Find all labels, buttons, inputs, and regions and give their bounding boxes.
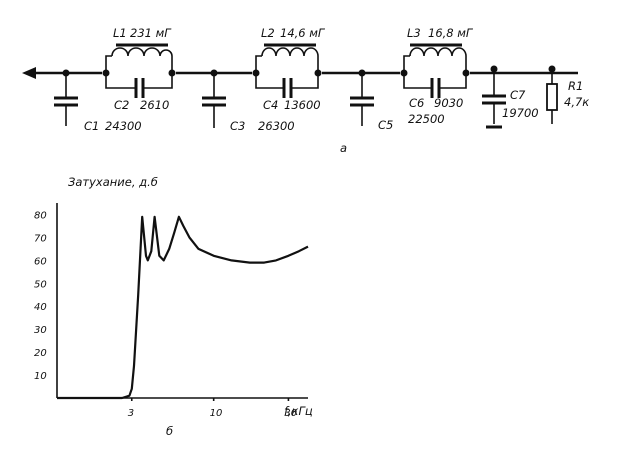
c6-value-label: 9030 bbox=[434, 96, 463, 110]
l1-c2-parallel bbox=[105, 43, 173, 98]
c4-value-label: 13600 bbox=[284, 98, 321, 112]
c3-value-label: 26300 bbox=[258, 119, 295, 133]
l3-c6-parallel bbox=[403, 43, 467, 98]
shunt-capacitor-c1 bbox=[54, 73, 78, 126]
y-axis-label: Затухание, д.б bbox=[68, 175, 158, 189]
chart-part-label: б bbox=[166, 424, 173, 438]
resistor-r1 bbox=[546, 69, 558, 124]
y-tick-label: 30 bbox=[34, 325, 47, 336]
y-tick-label: 10 bbox=[34, 371, 47, 382]
y-tick-label: 20 bbox=[34, 348, 47, 359]
c7-value-label: 19700 bbox=[502, 106, 539, 120]
r1-value-label: 4,7к bbox=[564, 95, 589, 109]
y-tick-label: 50 bbox=[34, 279, 47, 290]
x-tick-labels: 3 10 30 bbox=[128, 398, 297, 419]
c6-value2-label: 22500 bbox=[408, 112, 445, 126]
c2-value-label: 2610 bbox=[140, 98, 169, 112]
shunt-capacitor-c7 bbox=[482, 69, 506, 129]
l1-value-label: 231 мГ bbox=[130, 26, 172, 40]
l2-value-label: 14,6 мГ bbox=[280, 26, 326, 40]
r1-ref-label: R1 bbox=[568, 79, 583, 93]
y-tick-label: 70 bbox=[34, 233, 47, 244]
filter-schematic: L1 231 мГ L2 14,6 мГ L3 16,8 мГ C2 2610 … bbox=[22, 26, 589, 155]
attenuation-chart: 10 20 30 40 50 60 70 80 3 10 30 Затухание, д.б f,… bbox=[34, 175, 313, 438]
x-axis-label: f,кГц bbox=[284, 404, 313, 418]
c1-ref-label: C1 bbox=[84, 119, 99, 133]
l3-value-label: 16,8 мГ bbox=[428, 26, 474, 40]
c6-ref-label: C6 bbox=[409, 96, 424, 110]
junction-dots bbox=[62, 65, 556, 77]
l3-ref-label: L3 bbox=[407, 26, 421, 40]
input-arrow-icon bbox=[22, 67, 36, 79]
c5-ref-label: C5 bbox=[378, 118, 393, 132]
l2-ref-label: L2 bbox=[261, 26, 275, 40]
attenuation-curve bbox=[57, 215, 309, 400]
l1-ref-label: L1 bbox=[113, 26, 127, 40]
y-tick-label: 40 bbox=[34, 302, 47, 313]
y-tick-label: 60 bbox=[34, 256, 47, 267]
y-tick-label: 80 bbox=[34, 210, 47, 221]
shunt-capacitor-c5 bbox=[350, 73, 374, 126]
schematic-part-label: а bbox=[340, 141, 347, 155]
x-tick-label: 30 bbox=[284, 408, 297, 419]
shunt-capacitor-c3 bbox=[202, 73, 226, 128]
x-tick-label: 3 bbox=[128, 408, 134, 419]
c2-ref-label: C2 bbox=[114, 98, 129, 112]
c7-ref-label: C7 bbox=[510, 88, 526, 102]
l2-c4-parallel bbox=[255, 43, 319, 98]
c4-ref-label: C4 bbox=[263, 98, 278, 112]
c3-ref-label: C3 bbox=[230, 119, 245, 133]
x-tick-label: 10 bbox=[210, 408, 223, 419]
c1-value-label: 24300 bbox=[105, 119, 142, 133]
y-tick-labels: 10 20 30 40 50 60 70 80 bbox=[34, 210, 47, 382]
